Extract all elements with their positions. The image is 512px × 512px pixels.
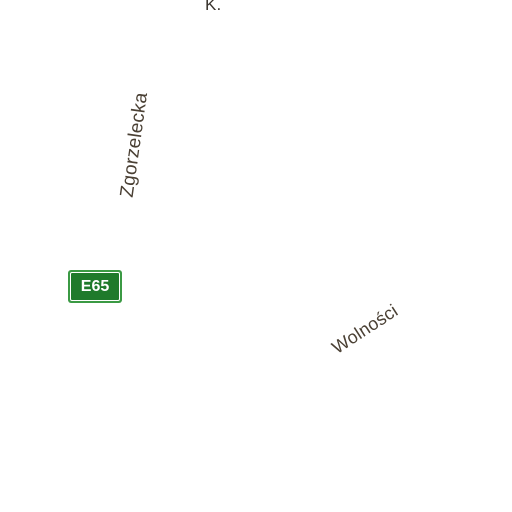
street-label-zgorzelecka: Zgorzelecka bbox=[116, 91, 153, 199]
route-shield-text: E65 bbox=[70, 272, 120, 301]
place-label-partial: K. bbox=[205, 0, 222, 14]
route-shield-e65: E65 bbox=[68, 270, 122, 303]
street-label-wolnosci: Wolności bbox=[328, 300, 402, 358]
